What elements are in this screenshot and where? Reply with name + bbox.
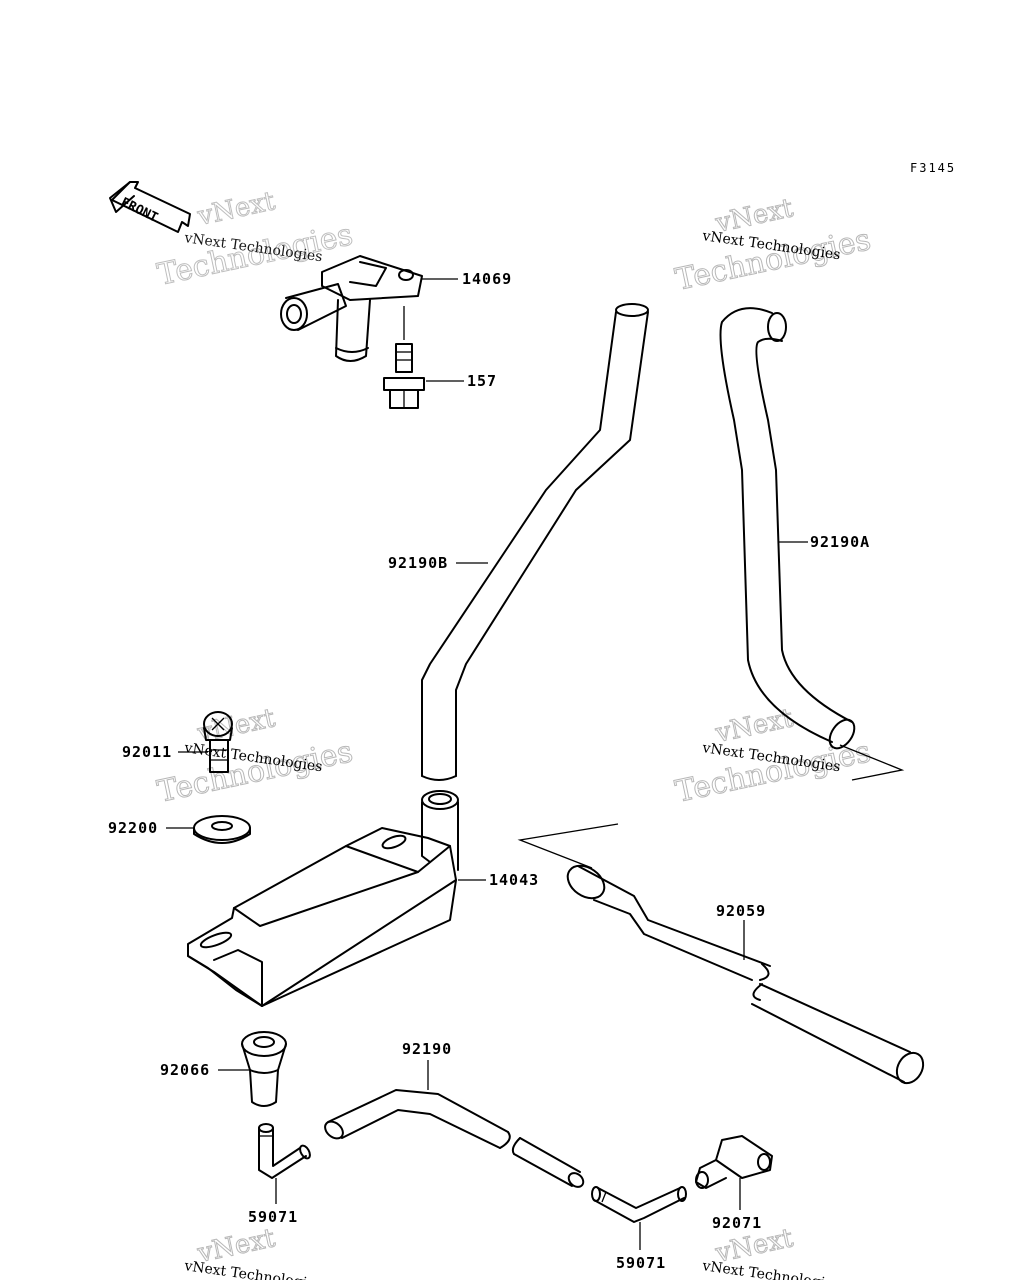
part-label-92011[interactable]: 92011 [122, 743, 172, 761]
watermark-text: vNext Technologies [700, 1258, 841, 1280]
fitting-92071[interactable] [695, 1135, 773, 1189]
part-label-14043[interactable]: 14043 [489, 871, 539, 889]
watermark-text: vNext Technologies [182, 1258, 323, 1280]
hose-92190A[interactable] [719, 307, 905, 781]
part-label-59071-left[interactable]: 59071 [248, 1208, 298, 1226]
figure-id: F3145 [910, 161, 956, 175]
front-arrow-icon: FRONT [109, 181, 191, 233]
part-label-92066[interactable]: 92066 [160, 1061, 210, 1079]
elbow-fitting-14069[interactable] [280, 255, 423, 362]
watermark-mid-left: vNext Technologies vNext Technologies [154, 703, 356, 811]
watermark-mid-right: vNext Technologies vNext Technologies [672, 703, 874, 811]
part-label-92190B[interactable]: 92190B [388, 554, 448, 572]
joint-59071-right[interactable] [591, 1186, 687, 1223]
part-label-92200[interactable]: 92200 [108, 819, 158, 837]
watermark-top-left: vNext Technologies vNext Technologies [154, 186, 356, 294]
watermark-bottom-left: vNext vNext Technologies [182, 1223, 323, 1280]
hose-92190[interactable] [322, 1089, 586, 1190]
screw-92011[interactable] [203, 711, 233, 773]
drain-hose-92059[interactable] [517, 823, 928, 1088]
hose-nipple-157[interactable] [383, 306, 425, 409]
hose-92190B[interactable] [421, 303, 649, 781]
grommet-92066[interactable] [241, 1031, 287, 1107]
watermark-big-1: vNext [194, 186, 278, 232]
part-label-157[interactable]: 157 [467, 372, 497, 390]
breather-box-14043[interactable] [187, 790, 459, 1007]
part-label-14069[interactable]: 14069 [462, 270, 512, 288]
washer-92200[interactable] [193, 815, 251, 844]
part-label-92071[interactable]: 92071 [712, 1214, 762, 1232]
part-label-92190[interactable]: 92190 [402, 1040, 452, 1058]
part-label-92059[interactable]: 92059 [716, 902, 766, 920]
front-label: FRONT [118, 195, 160, 226]
part-label-92190A[interactable]: 92190A [810, 533, 870, 551]
part-label-59071-right[interactable]: 59071 [616, 1254, 666, 1272]
joint-59071-left[interactable] [258, 1123, 312, 1179]
watermark-top-right: vNext Technologies vNext Technologies [672, 193, 874, 299]
